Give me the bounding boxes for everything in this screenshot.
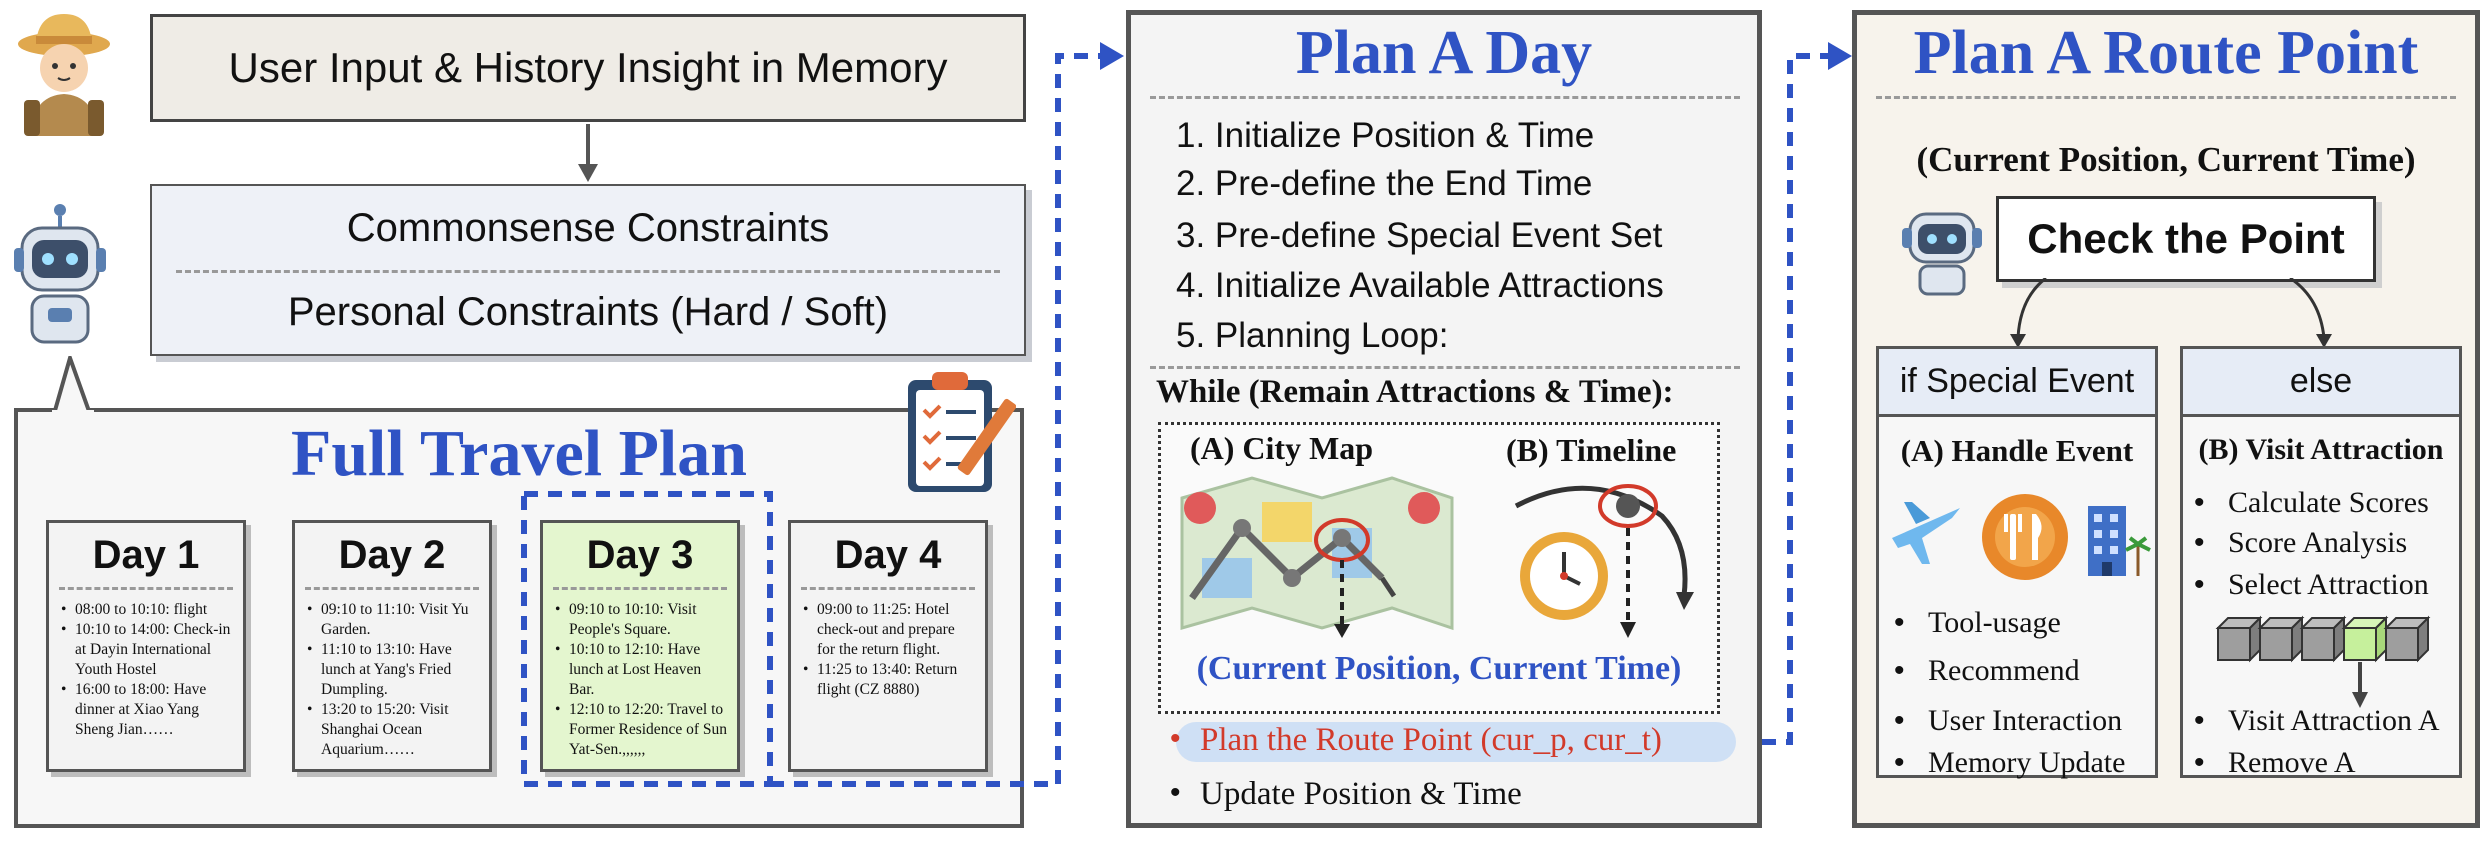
visit-attraction-title: (B) Visit Attraction <box>2198 433 2444 466</box>
handle-item-memory: Memory Update <box>1928 746 2126 779</box>
else-column: else (B) Visit Attraction <box>2180 346 2462 778</box>
day-title: Day 1 <box>92 533 200 577</box>
visit-bullet: • <box>2194 746 2205 779</box>
day-item: 09:10 to 10:10: Visit People's Square. <box>553 600 727 640</box>
step-3: 3. Pre-define Special Event Set <box>1176 216 1663 255</box>
day-item: 12:10 to 12:20: Travel to Former Residen… <box>553 700 727 760</box>
day-title: Day 4 <box>834 533 942 577</box>
day-card-1: Day 1 08:00 to 10:10: flight 10:10 to 14… <box>46 520 246 772</box>
restaurant-icon <box>1982 494 2068 580</box>
handle-item-recommend: Recommend <box>1928 654 2080 687</box>
clipboard-icon <box>908 372 1016 492</box>
title-divider <box>1876 96 2456 99</box>
robot-avatar-icon <box>14 204 106 344</box>
right-current-position-time: (Current Position, Current Time) <box>1916 140 2416 179</box>
steps-divider <box>1150 366 1740 369</box>
city-map-icon <box>1180 476 1454 638</box>
handle-bullet: • <box>1894 606 1905 639</box>
day-card-3: Day 3 09:10 to 10:10: Visit People's Squ… <box>540 520 740 772</box>
handle-item-interaction: User Interaction <box>1928 704 2123 737</box>
branch-arrows <box>2010 278 2332 348</box>
day-item: 11:10 to 13:10: Have lunch at Yang's Fri… <box>305 640 479 700</box>
user-input-box: User Input & History Insight in Memory <box>150 14 1026 122</box>
step-4: 4. Initialize Available Attractions <box>1176 266 1664 305</box>
visit-item-select: Select Attraction <box>2228 568 2429 601</box>
visit-item-scores: Calculate Scores <box>2228 486 2429 519</box>
timeline-clock-icon <box>1514 484 1694 638</box>
check-point-box: Check the Point <box>1996 196 2376 282</box>
attraction-cubes-icon <box>2215 615 2431 708</box>
special-event-header: if Special Event <box>1879 349 2155 417</box>
step-5: 5. Planning Loop: <box>1176 316 1449 355</box>
handle-bullet: • <box>1894 746 1905 779</box>
day-divider <box>801 587 975 590</box>
constraints-box: Commonsense Constraints Personal Constra… <box>150 184 1026 356</box>
city-map-caption: (A) City Map <box>1190 430 1374 466</box>
special-event-label: if Special Event <box>1899 362 2135 400</box>
day-item: 10:10 to 14:00: Check-in at Dayin Intern… <box>59 620 233 680</box>
route-point-highlight <box>1176 722 1736 762</box>
handle-event-title: (A) Handle Event <box>1900 433 2134 468</box>
personal-constraints: Personal Constraints (Hard / Soft) <box>287 290 889 334</box>
day-item: 13:20 to 15:20: Visit Shanghai Ocean Aqu… <box>305 700 479 760</box>
handle-bullet: • <box>1894 654 1905 687</box>
update-position-time: Update Position & Time <box>1200 776 1522 812</box>
day-card-2: Day 2 09:10 to 11:10: Visit Yu Garden. 1… <box>292 520 492 772</box>
constraints-divider <box>176 270 1000 273</box>
day-item: 10:10 to 12:10: Have lunch at Lost Heave… <box>553 640 727 700</box>
commonsense-constraints: Commonsense Constraints <box>346 206 830 250</box>
visit-bullet: • <box>2194 704 2205 737</box>
traveler-avatar-icon <box>18 14 110 136</box>
handle-bullet: • <box>1894 704 1905 737</box>
handle-item-tool: Tool-usage <box>1928 606 2061 639</box>
visit-item-visit-a: Visit Attraction A <box>2228 704 2440 737</box>
day-item: 16:00 to 18:00: Have dinner at Xiao Yang… <box>59 680 233 740</box>
else-label: else <box>2289 362 2353 400</box>
day-card-4: Day 4 09:00 to 11:25: Hotel check-out an… <box>788 520 988 772</box>
user-input-text: User Input & History Insight in Memory <box>228 44 948 91</box>
robot-small-icon <box>1902 212 1982 296</box>
hotel-icon <box>2088 506 2151 576</box>
visit-bullet: • <box>2194 568 2205 601</box>
day-divider <box>305 587 479 590</box>
plan-route-point: Plan the Route Point (cur_p, cur_t) <box>1200 722 1662 758</box>
step-1: 1. Initialize Position & Time <box>1176 116 1595 155</box>
day-item: 11:25 to 13:40: Return flight (CZ 8880) <box>801 660 975 700</box>
title-divider <box>1150 96 1740 99</box>
airplane-icon <box>1892 502 1960 564</box>
day-title: Day 2 <box>338 533 446 577</box>
visit-bullet: • <box>2194 486 2205 519</box>
day-item: 08:00 to 10:10: flight <box>59 600 233 620</box>
else-header: else <box>2183 349 2459 417</box>
day-divider <box>553 587 727 590</box>
visit-item-analysis: Score Analysis <box>2228 526 2408 559</box>
visit-bullet: • <box>2194 526 2205 559</box>
route-bullet: • <box>1170 722 1181 755</box>
plan-route-point-title: Plan A Route Point <box>1913 19 2419 87</box>
day-item: 09:00 to 11:25: Hotel check-out and prep… <box>801 600 975 660</box>
day-item: 09:10 to 11:10: Visit Yu Garden. <box>305 600 479 640</box>
step-2: 2. Pre-define the End Time <box>1176 164 1593 203</box>
check-point-text: Check the Point <box>2027 215 2345 262</box>
arrow-down-icon <box>578 124 598 182</box>
current-position-time: (Current Position, Current Time) <box>1196 650 1682 687</box>
while-loop-label: While (Remain Attractions & Time): <box>1156 374 1674 410</box>
full-plan-title: Full Travel Plan <box>291 417 747 490</box>
day-divider <box>59 587 233 590</box>
update-bullet: • <box>1170 776 1181 809</box>
day-title: Day 3 <box>586 533 694 577</box>
plan-a-day-title: Plan A Day <box>1295 19 1593 87</box>
timeline-caption: (B) Timeline <box>1506 432 1677 468</box>
visit-item-remove-a: Remove A <box>2228 746 2356 779</box>
speech-pointer <box>51 356 94 414</box>
